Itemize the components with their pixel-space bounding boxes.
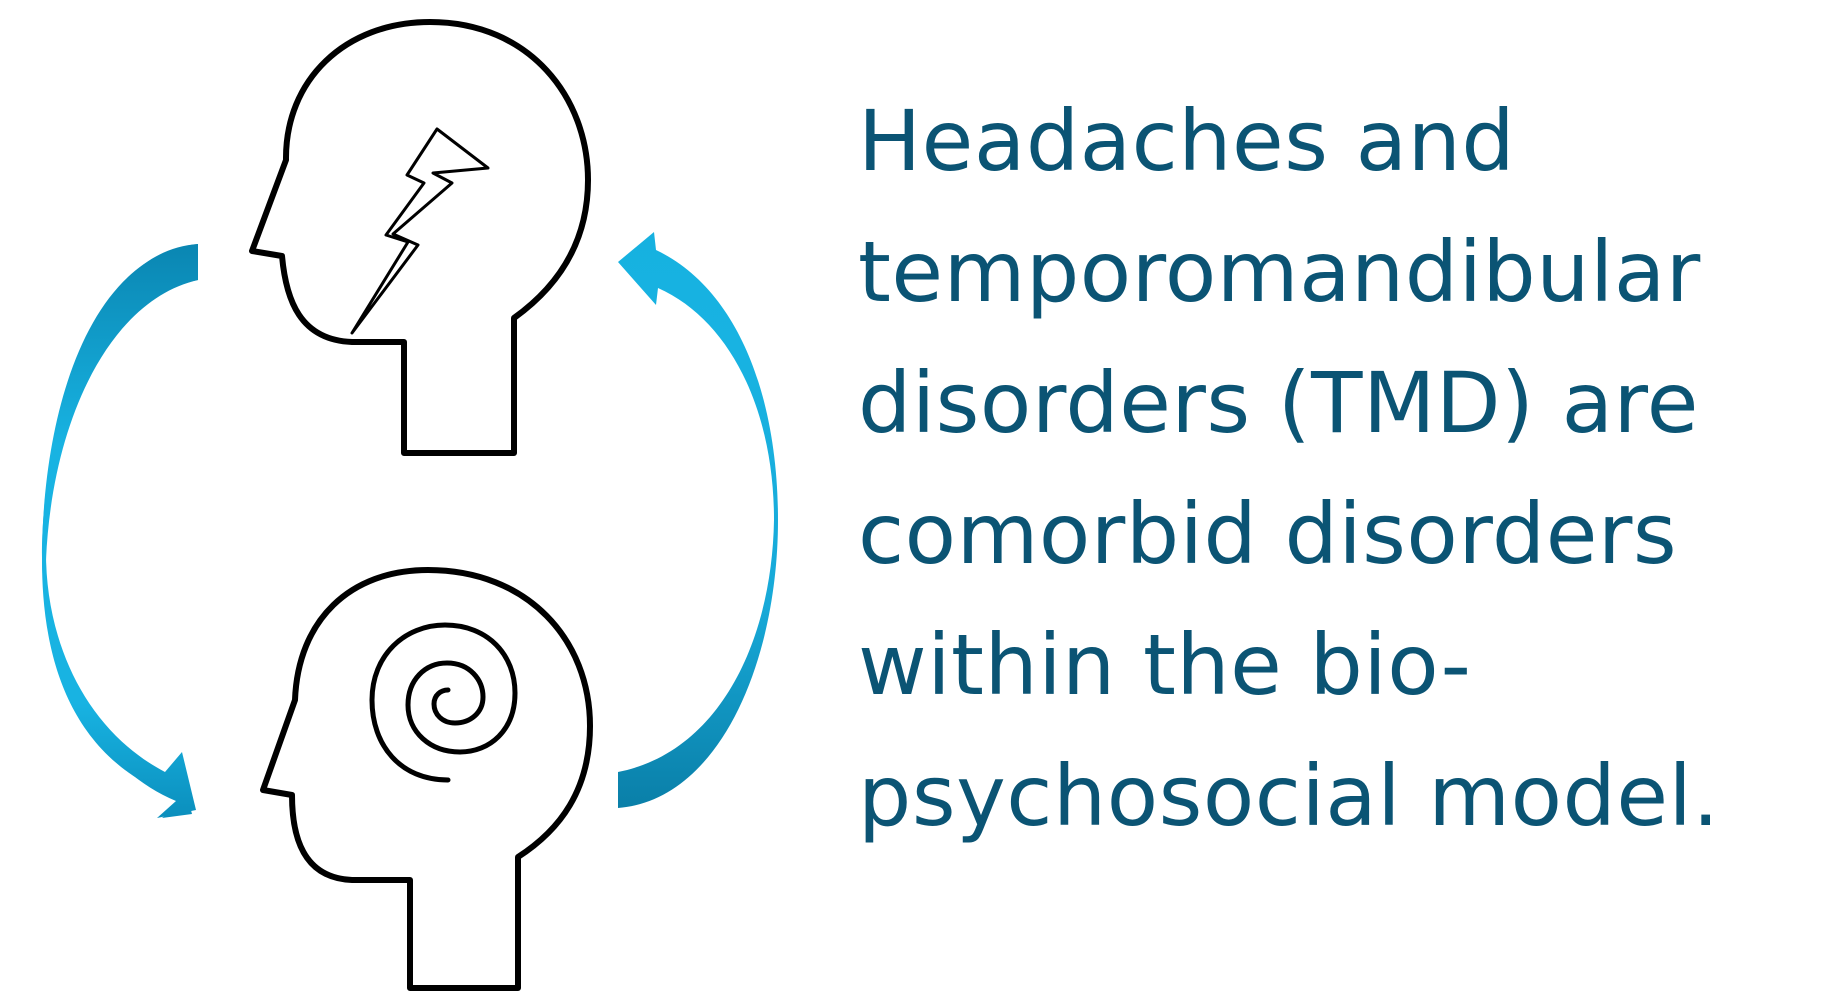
- statement-line-1: Headaches and: [858, 92, 1516, 190]
- comorbidity-statement: Headaches and temporomandibular disorder…: [858, 76, 1818, 862]
- statement-line-6: psychosocial model.: [858, 747, 1720, 845]
- statement-line-3: disorders (TMD) are: [858, 354, 1699, 452]
- statement-line-2: temporomandibular: [858, 223, 1701, 321]
- statement-line-5: within the bio-: [858, 616, 1472, 714]
- curved-arrow-up-icon: [618, 232, 778, 808]
- head-with-lightning-bolt-icon: [249, 19, 591, 456]
- curved-arrow-down-icon: [41, 244, 198, 818]
- statement-line-4: comorbid disorders: [858, 485, 1678, 583]
- head-with-spiral-icon: [260, 567, 593, 991]
